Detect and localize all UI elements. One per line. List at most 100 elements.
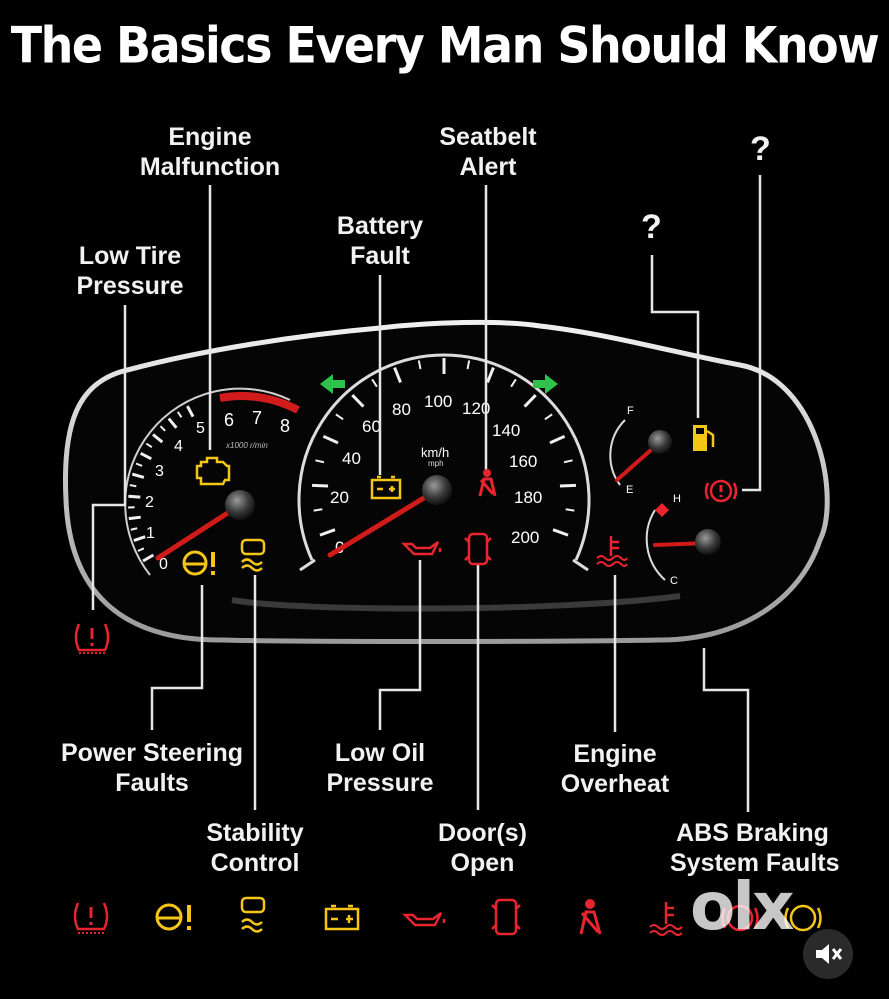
gauge-tick: [371, 378, 378, 388]
speed-tick-label: 100: [424, 392, 452, 411]
gauge-tick: [130, 527, 138, 531]
seatbelt-icon: [478, 469, 497, 497]
speed-tick-label: 140: [492, 421, 520, 440]
gauge-tick: [129, 484, 137, 488]
speedometer: 0 20 40 60 80 100 120 140 160 180 200 km…: [297, 353, 591, 572]
tach-tick-label: 2: [145, 494, 154, 511]
speed-knob: [422, 475, 452, 505]
door-open-icon: [491, 898, 521, 936]
gauge-tick: [131, 472, 145, 479]
speed-tick-label: 200: [511, 528, 539, 547]
abs-warning-icon: [721, 904, 759, 932]
tach-tick-label: 1: [146, 525, 155, 542]
speed-unit-top: km/h: [421, 445, 449, 460]
tach-tick-label: 5: [196, 420, 205, 437]
stability-control-icon: [240, 896, 266, 933]
olx-watermark: olx: [690, 868, 795, 945]
bottom-icon-row: [73, 896, 822, 936]
gauge-tick: [312, 483, 329, 488]
gauge-tick: [186, 405, 195, 418]
gauge-tick: [565, 508, 575, 512]
temp-cold-label: C: [670, 575, 678, 587]
gauge-tick: [152, 433, 164, 444]
power-steering-icon: [182, 550, 215, 576]
gauge-tick: [563, 459, 573, 464]
gauge-tick: [351, 394, 365, 408]
speed-needle: [327, 487, 440, 558]
tire-pressure-icon: [74, 623, 110, 654]
leader-lines: [91, 175, 762, 812]
stability-control-icon: [240, 538, 266, 572]
page-title: The Basics Every Man Should Know: [10, 15, 880, 75]
power-steering-icon: [155, 903, 191, 931]
speed-tick-label: 60: [362, 417, 381, 436]
gauge-tick: [486, 367, 495, 384]
battery-icon: [324, 904, 360, 931]
gauge-tick: [393, 367, 402, 384]
right-turn-arrow-icon: [533, 374, 558, 394]
gauge-tick: [552, 528, 569, 537]
door-open-icon: [464, 532, 492, 566]
battery-icon: [370, 475, 402, 500]
speed-tick-label: 120: [462, 399, 490, 418]
gauge-tick: [137, 547, 145, 552]
question-mark-brake: ?: [750, 130, 771, 168]
gauge-tick: [313, 508, 323, 512]
tach-tick-label: 6: [224, 410, 234, 430]
speed-tick-label: 180: [514, 488, 542, 507]
gauge-tick: [544, 413, 553, 421]
gauge-tick: [145, 442, 153, 449]
gauge-tick: [159, 425, 166, 432]
engine-malfunction-icon: [195, 456, 231, 486]
gauge-tick: [417, 360, 422, 370]
tire-pressure-icon: [73, 902, 109, 934]
gauge-tick: [335, 413, 344, 421]
gauge-tick: [142, 553, 155, 563]
gauge-tick: [466, 360, 471, 370]
gauge-tick: [128, 494, 141, 499]
speed-unit-bottom: mph: [428, 459, 444, 468]
gauge-tick: [319, 528, 336, 537]
oil-pressure-icon: [401, 912, 446, 927]
fuel-empty-label: E: [626, 484, 633, 496]
mute-button[interactable]: [803, 929, 853, 979]
left-turn-arrow-icon: [320, 374, 345, 394]
tach-tick-label: 4: [174, 438, 183, 455]
gauge-tick: [135, 462, 143, 467]
tach-tick-label: 8: [280, 416, 290, 436]
seatbelt-icon: [579, 899, 602, 935]
gauge-tick: [176, 411, 183, 418]
brake-warning-icon: [704, 479, 738, 503]
fuel-pump-icon: [693, 425, 715, 451]
fuel-gauge: F E: [609, 405, 672, 496]
abs-icon: [784, 904, 822, 932]
gauge-tick: [322, 434, 339, 445]
gauge-tick: [139, 451, 152, 461]
tach-needle: [155, 502, 243, 561]
tach-unit: x1000 r/min: [225, 441, 268, 450]
tach-tick-label: 3: [155, 463, 164, 480]
gauge-tick: [315, 459, 325, 464]
speed-tick-label: 40: [342, 449, 361, 468]
gauge-tick: [133, 535, 146, 542]
question-mark-fuel: ?: [641, 208, 662, 246]
fuel-full-label: F: [627, 405, 634, 417]
temp-hot-label: H: [673, 493, 681, 505]
speaker-muted-icon: [816, 944, 843, 964]
speed-tick-label: 80: [392, 400, 411, 419]
gauge-tick: [523, 394, 537, 408]
gauge-tick: [167, 417, 178, 429]
gauge-tick: [559, 483, 576, 488]
oil-pressure-icon: [400, 541, 442, 556]
gauge-tick: [549, 434, 566, 445]
tach-tick-label: 0: [159, 556, 168, 573]
